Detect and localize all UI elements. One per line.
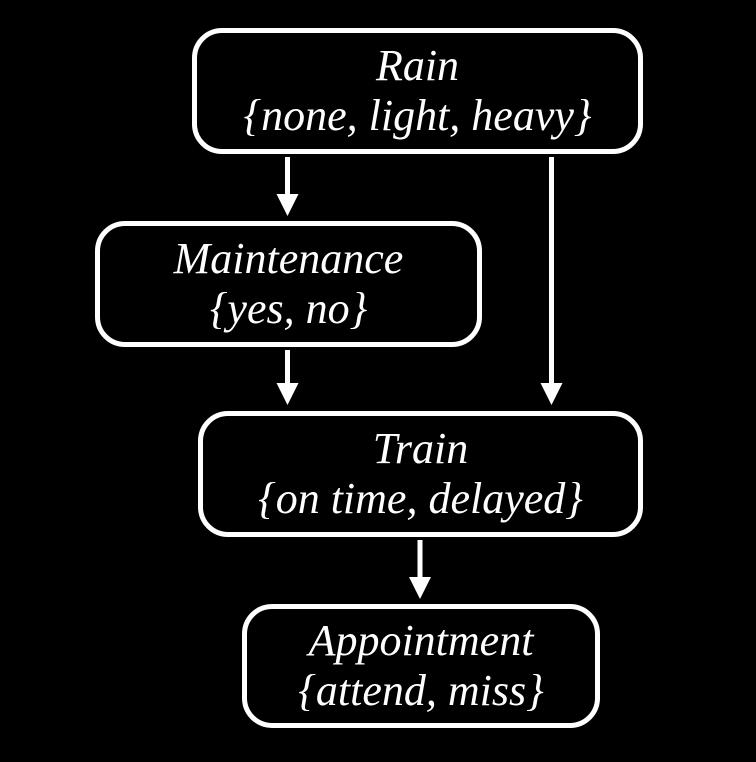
node-maintenance: Maintenance {yes, no} [95, 221, 482, 347]
node-rain: Rain {none, light, heavy} [192, 28, 643, 154]
node-rain-label: Rain [375, 41, 460, 90]
node-maintenance-label: Maintenance [173, 234, 404, 283]
node-appointment-domain: {attend, miss} [298, 666, 544, 715]
node-appointment-label: Appointment [308, 616, 534, 665]
node-train-domain: {on time, delayed} [258, 474, 583, 523]
arrow-maintenance-to-train [276, 350, 299, 405]
arrow-rain-to-train [540, 157, 563, 405]
node-maintenance-domain: {yes, no} [209, 284, 368, 333]
arrow-train-to-appointment [409, 540, 431, 599]
node-rain-domain: {none, light, heavy} [243, 91, 592, 140]
node-train: Train {on time, delayed} [198, 411, 643, 537]
arrow-rain-to-maintenance [276, 157, 299, 216]
node-appointment: Appointment {attend, miss} [242, 604, 600, 728]
node-train-label: Train [372, 424, 469, 473]
